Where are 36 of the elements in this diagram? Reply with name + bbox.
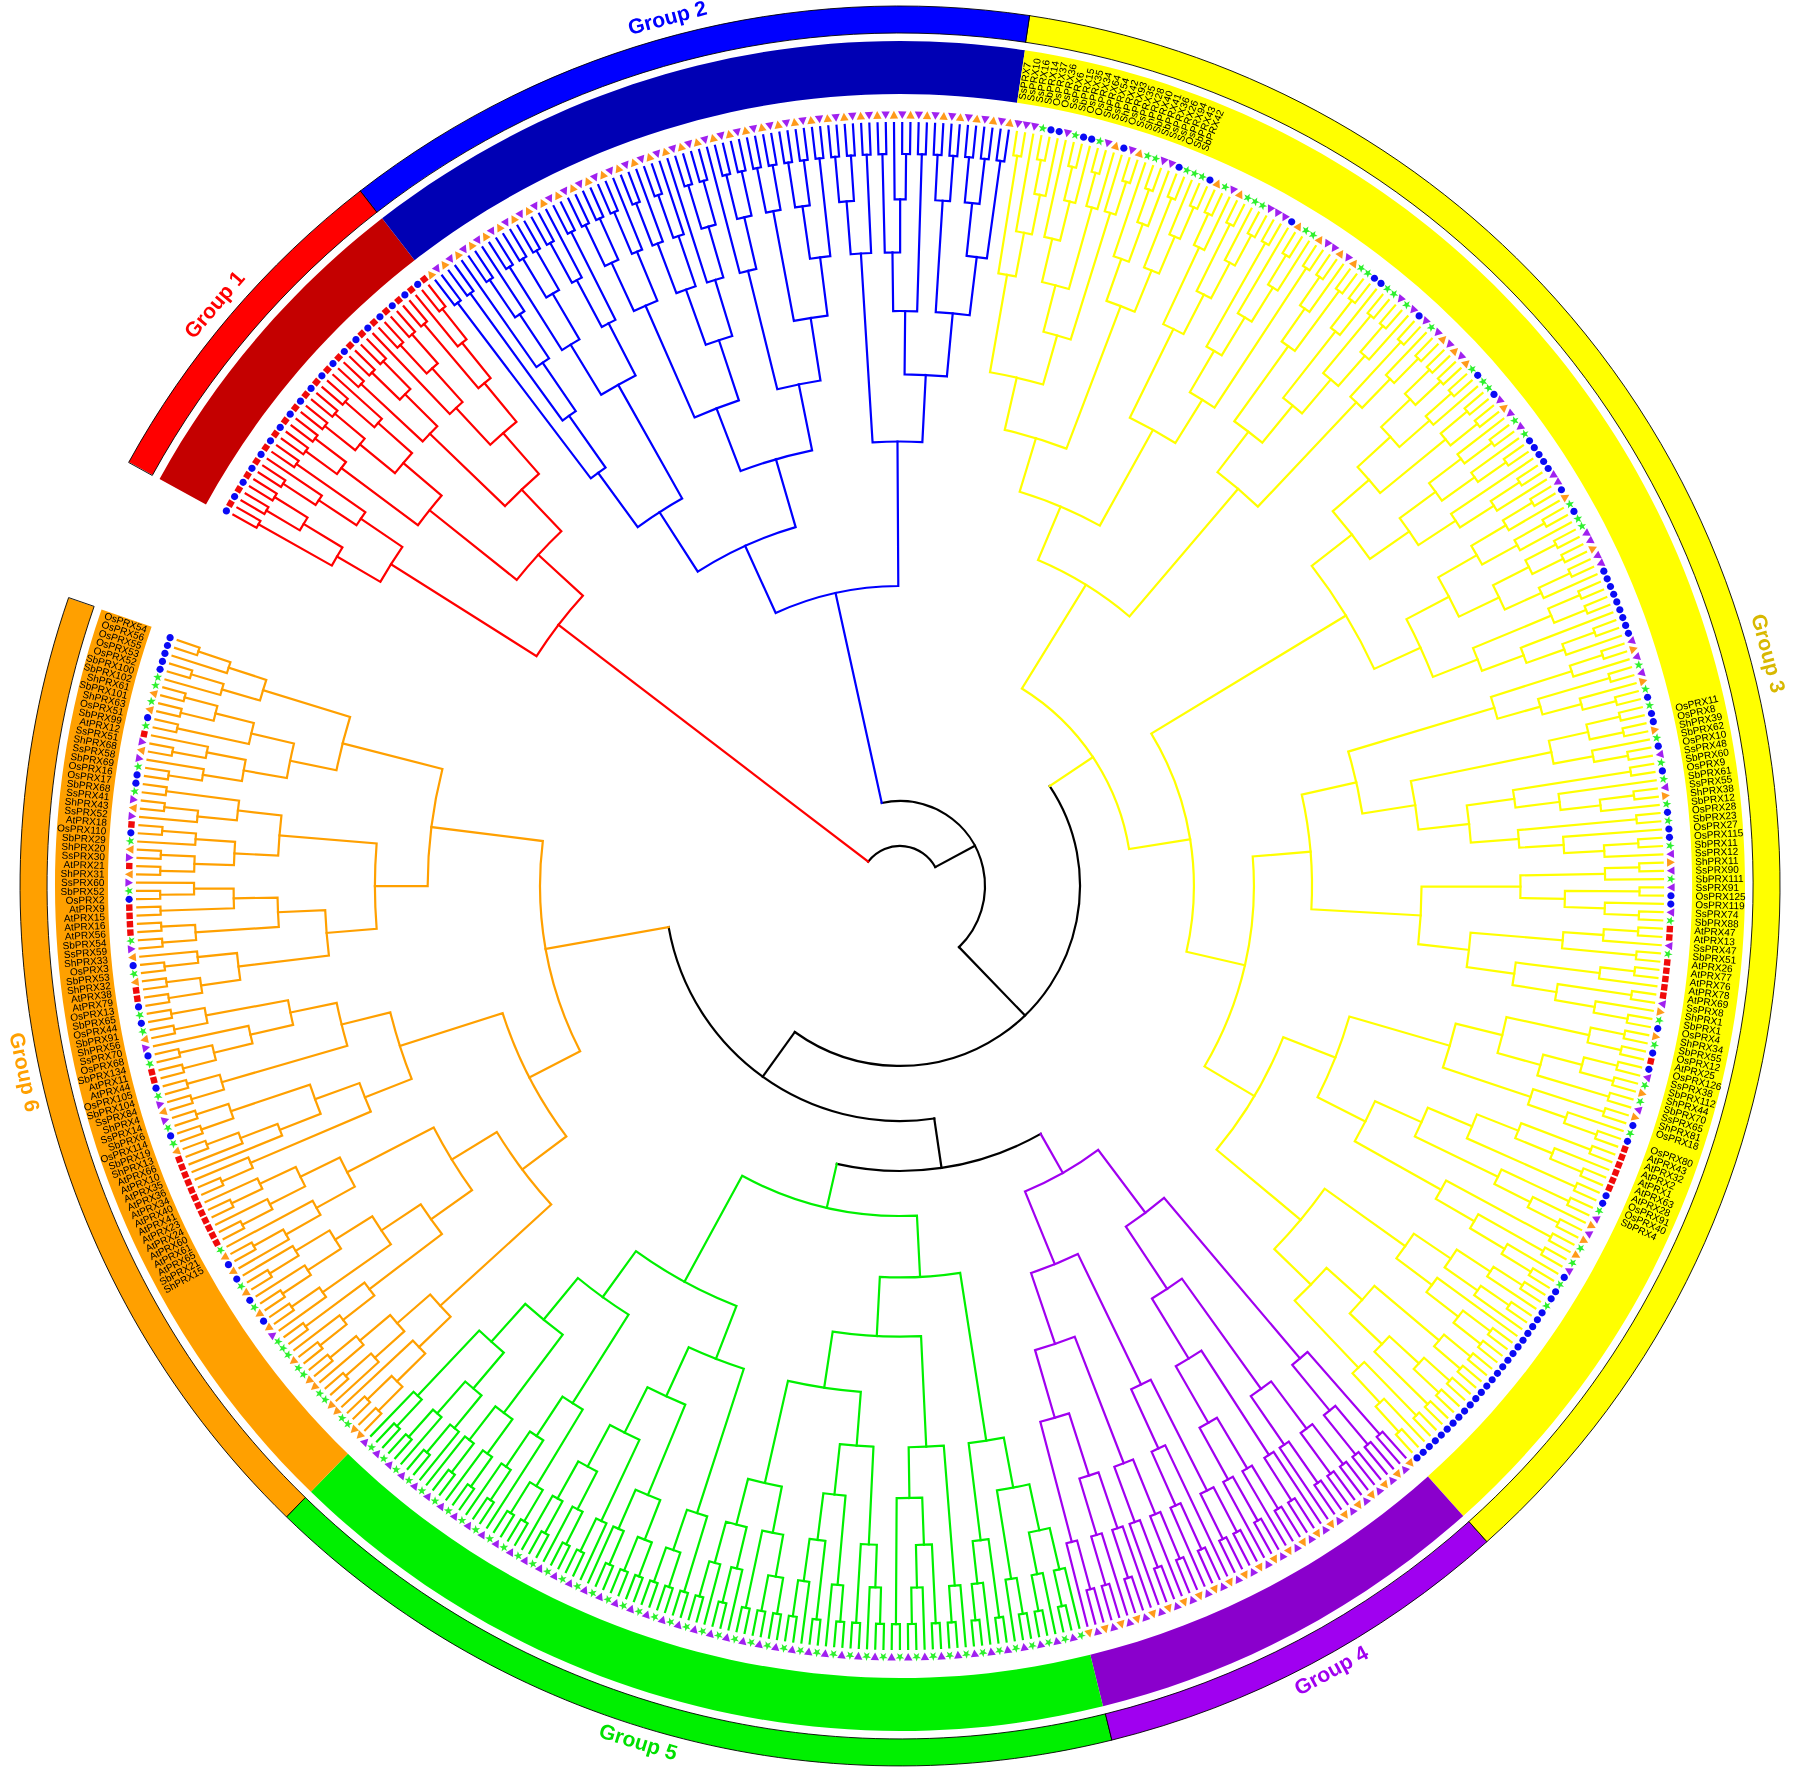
leaf-label: OsPRX2 <box>66 896 105 904</box>
leaf-label: SsPRX74 <box>1695 909 1739 919</box>
leaf-label: SbPRX11 <box>1695 838 1738 848</box>
leaf-label: SbPRX52 <box>61 887 104 896</box>
leaf-label: SbPRX29 <box>62 833 106 844</box>
group-label: Group 3 <box>1752 614 1785 693</box>
leaf-label: AtPRX16 <box>64 922 106 931</box>
group-label: Group 5 <box>600 1724 678 1760</box>
leaf-label: SsPRX90 <box>1695 865 1739 874</box>
leaf-label: AtPRX9 <box>69 904 105 913</box>
leaf-label: AtPRX15 <box>64 913 105 922</box>
leaf-label: SsPRX59 <box>64 947 107 958</box>
leaf-label: SsPRX47 <box>1693 944 1737 955</box>
leaf-label: SsPRX12 <box>1695 847 1738 857</box>
leaf-label: SbPRX88 <box>1695 918 1739 928</box>
group-label: Group 6 <box>10 1033 40 1112</box>
leaf-label: ShPRX31 <box>61 869 104 878</box>
leaf-label: ShPRX11 <box>1695 857 1738 866</box>
leaf-label: SsPRX60 <box>61 878 105 887</box>
leaf-label: ShPRX33 <box>64 956 108 968</box>
leaf-label: OsPRX115 <box>1694 829 1743 840</box>
group-label: Group 2 <box>628 1 708 34</box>
leaf-label: AtPRX13 <box>1693 935 1735 946</box>
leaf-label: AtPRX21 <box>63 860 105 869</box>
leaf-label: OsPRX27 <box>1693 820 1738 831</box>
leaf-label: SsPRX30 <box>62 851 105 861</box>
leaf-label: ShPRX20 <box>61 842 105 852</box>
label-band <box>159 218 415 505</box>
leaf-label: SbPRX54 <box>63 939 107 950</box>
leaf-label: AtPRX56 <box>65 930 106 940</box>
label-band <box>1090 1476 1464 1707</box>
leaf-label: AtPRX47 <box>1694 927 1736 937</box>
leaf-label: OsPRX125 <box>1696 892 1746 901</box>
leaf-label: SbPRX111 <box>1696 875 1744 883</box>
leaf-label: OsPRX119 <box>1695 901 1745 910</box>
leaf-label: SsPRX91 <box>1696 883 1739 892</box>
